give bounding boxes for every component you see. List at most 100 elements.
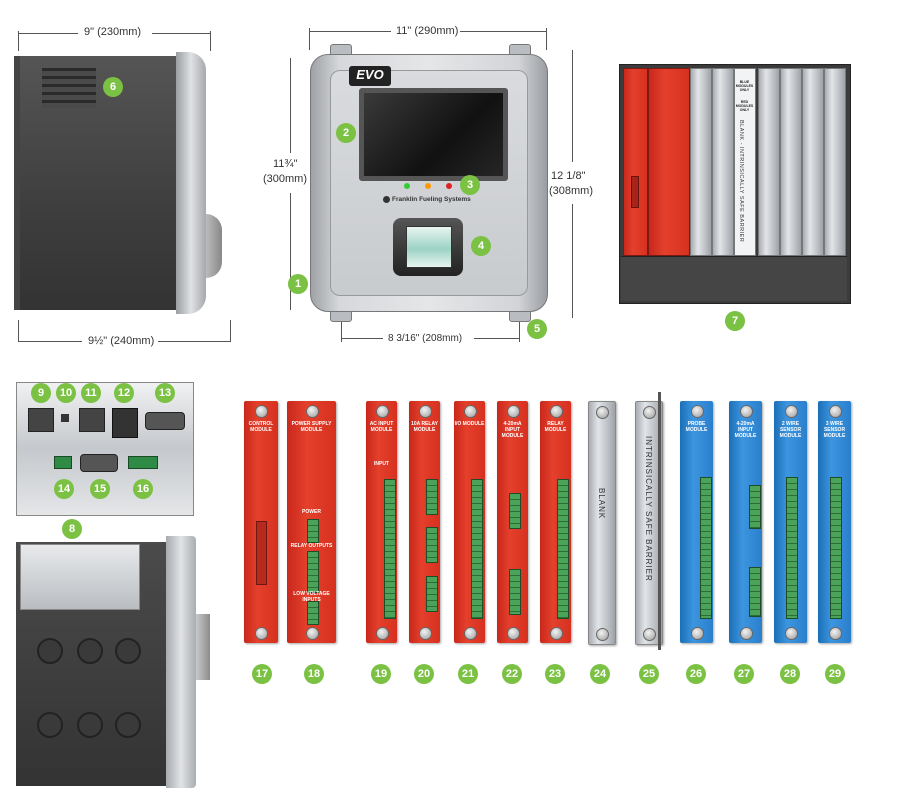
module-25-flange bbox=[658, 392, 661, 650]
callout-29: 29 bbox=[825, 664, 845, 684]
front-left-dimension-in: 11¾" bbox=[273, 158, 298, 170]
callout-14: 14 bbox=[54, 479, 74, 499]
callout-8: 8 bbox=[62, 519, 82, 539]
bottom-panel-inset bbox=[20, 544, 140, 610]
bottom-front-bezel bbox=[166, 536, 196, 788]
brand-text: Franklin Fueling Systems bbox=[392, 196, 471, 203]
module-23-title: RELAY MODULE bbox=[544, 421, 567, 433]
module-20-10a-relay: 10A RELAY MODULE bbox=[409, 401, 440, 643]
callout-5: 5 bbox=[527, 319, 547, 339]
module-17-control: CONTROL MODULE bbox=[244, 401, 278, 643]
module-23-relay: RELAY MODULE bbox=[540, 401, 571, 643]
module-26-probe: PROBE MODULE bbox=[680, 401, 713, 643]
front-left-dimension-mm: (300mm) bbox=[263, 173, 308, 185]
usb-port[interactable] bbox=[112, 408, 138, 438]
rack-base bbox=[621, 256, 847, 301]
module-26-title: PROBE MODULE bbox=[685, 421, 708, 433]
module-21-io: I/O MODULE bbox=[454, 401, 485, 643]
printer-slot[interactable] bbox=[406, 226, 452, 268]
callout-20: 20 bbox=[414, 664, 434, 684]
rack-slot-1 bbox=[690, 68, 712, 256]
conduit-knockout-6 bbox=[115, 712, 141, 738]
callout-11: 11 bbox=[81, 383, 101, 403]
rack-blue-only-label: BLUE MODULES ONLY bbox=[735, 80, 754, 92]
callout-13: 13 bbox=[155, 383, 175, 403]
conduit-knockout-1 bbox=[37, 638, 63, 664]
module-18-relay-label: RELAY OUTPUTS bbox=[290, 543, 333, 549]
front-right-dimension-in: 12 1/8" bbox=[551, 170, 586, 182]
module-28-title: 2 WIRE SENSOR MODULE bbox=[779, 421, 802, 439]
callout-23: 23 bbox=[545, 664, 565, 684]
module-19-ac-input: AC INPUT MODULE INPUT bbox=[366, 401, 397, 643]
callout-4: 4 bbox=[471, 236, 491, 256]
serial-port-2[interactable] bbox=[80, 454, 118, 472]
side-top-dimension: 9" (230mm) bbox=[84, 26, 142, 38]
led-green bbox=[404, 183, 410, 189]
callout-15: 15 bbox=[90, 479, 110, 499]
module-18-lowv-label: LOW VOLTAGE INPUTS bbox=[293, 591, 330, 603]
terminal-block-2[interactable] bbox=[128, 456, 158, 469]
conduit-knockout-3 bbox=[115, 638, 141, 664]
module-22-title: 4-20mA INPUT MODULE bbox=[501, 421, 524, 439]
conduit-knockout-4 bbox=[37, 712, 63, 738]
side-mount-plate bbox=[14, 56, 20, 310]
bottom-side-bulge bbox=[196, 614, 210, 680]
callout-27: 27 bbox=[734, 664, 754, 684]
rack-power-module bbox=[648, 68, 690, 256]
callout-26: 26 bbox=[686, 664, 706, 684]
module-22-4-20ma-input: 4-20mA INPUT MODULE bbox=[497, 401, 528, 643]
evo-logo-text: EVO bbox=[356, 67, 384, 82]
rack-slot-5 bbox=[780, 68, 802, 256]
callout-16: 16 bbox=[133, 479, 153, 499]
module-27-4-20ma-input: 4-20mA INPUT MODULE bbox=[729, 401, 762, 643]
side-bottom-dimension: 9½" (240mm) bbox=[88, 335, 155, 347]
side-button-bulge bbox=[206, 214, 222, 278]
module-29-title: 3 WIRE SENSOR MODULE bbox=[823, 421, 846, 439]
module-29-3-wire-sensor: 3 WIRE SENSOR MODULE bbox=[818, 401, 851, 643]
module-18-power-supply: POWER SUPPLY MODULE POWER RELAY OUTPUTS … bbox=[287, 401, 336, 643]
evo-logo bbox=[349, 66, 391, 86]
module-24-blank: BLANK bbox=[588, 401, 616, 645]
module-25-label: INTRINSICALLY SAFE BARRIER bbox=[644, 436, 653, 582]
callout-10: 10 bbox=[56, 383, 76, 403]
rack-slot-2 bbox=[712, 68, 734, 256]
callout-7: 7 bbox=[725, 311, 745, 331]
led-amber bbox=[425, 183, 431, 189]
front-top-dimension: 11" (290mm) bbox=[396, 25, 459, 37]
rack-control-module bbox=[623, 68, 648, 256]
callout-1: 1 bbox=[288, 274, 308, 294]
rack-red-only-label: RED MODULES ONLY bbox=[735, 100, 754, 112]
module-28-2-wire-sensor: 2 WIRE SENSOR MODULE bbox=[774, 401, 807, 643]
side-front-bezel bbox=[176, 52, 206, 314]
front-bottom-dimension: 8 3/16" (208mm) bbox=[388, 333, 463, 344]
module-24-label: BLANK bbox=[597, 488, 606, 520]
callout-18: 18 bbox=[304, 664, 324, 684]
module-19-input-label: INPUT bbox=[374, 461, 389, 467]
rj45-port-1[interactable] bbox=[28, 408, 54, 432]
module-21-title: I/O MODULE bbox=[454, 421, 485, 427]
conduit-knockout-5 bbox=[77, 712, 103, 738]
serial-port-1[interactable] bbox=[145, 412, 185, 430]
callout-25: 25 bbox=[639, 664, 659, 684]
callout-3: 3 bbox=[460, 175, 480, 195]
callout-19: 19 bbox=[371, 664, 391, 684]
rack-barrier-label: BLANK - INTRINSICALLY SAFE BARRIER bbox=[738, 120, 744, 243]
callout-6: 6 bbox=[103, 77, 123, 97]
callout-12: 12 bbox=[114, 383, 134, 403]
display-screen[interactable] bbox=[359, 88, 508, 181]
rack-sd-slot bbox=[631, 176, 639, 208]
franklin-logo-icon bbox=[383, 196, 390, 203]
reset-button[interactable] bbox=[61, 414, 69, 422]
callout-17: 17 bbox=[252, 664, 272, 684]
rack-slot-4 bbox=[758, 68, 780, 256]
callout-2: 2 bbox=[336, 123, 356, 143]
conduit-knockout-2 bbox=[77, 638, 103, 664]
callout-24: 24 bbox=[590, 664, 610, 684]
callout-22: 22 bbox=[502, 664, 522, 684]
module-17-sd-slot bbox=[256, 521, 267, 585]
callout-28: 28 bbox=[780, 664, 800, 684]
terminal-block-1[interactable] bbox=[54, 456, 72, 469]
rj45-port-2[interactable] bbox=[79, 408, 105, 432]
module-18-title: POWER SUPPLY MODULE bbox=[291, 421, 332, 433]
front-right-dimension-mm: (308mm) bbox=[549, 185, 594, 197]
